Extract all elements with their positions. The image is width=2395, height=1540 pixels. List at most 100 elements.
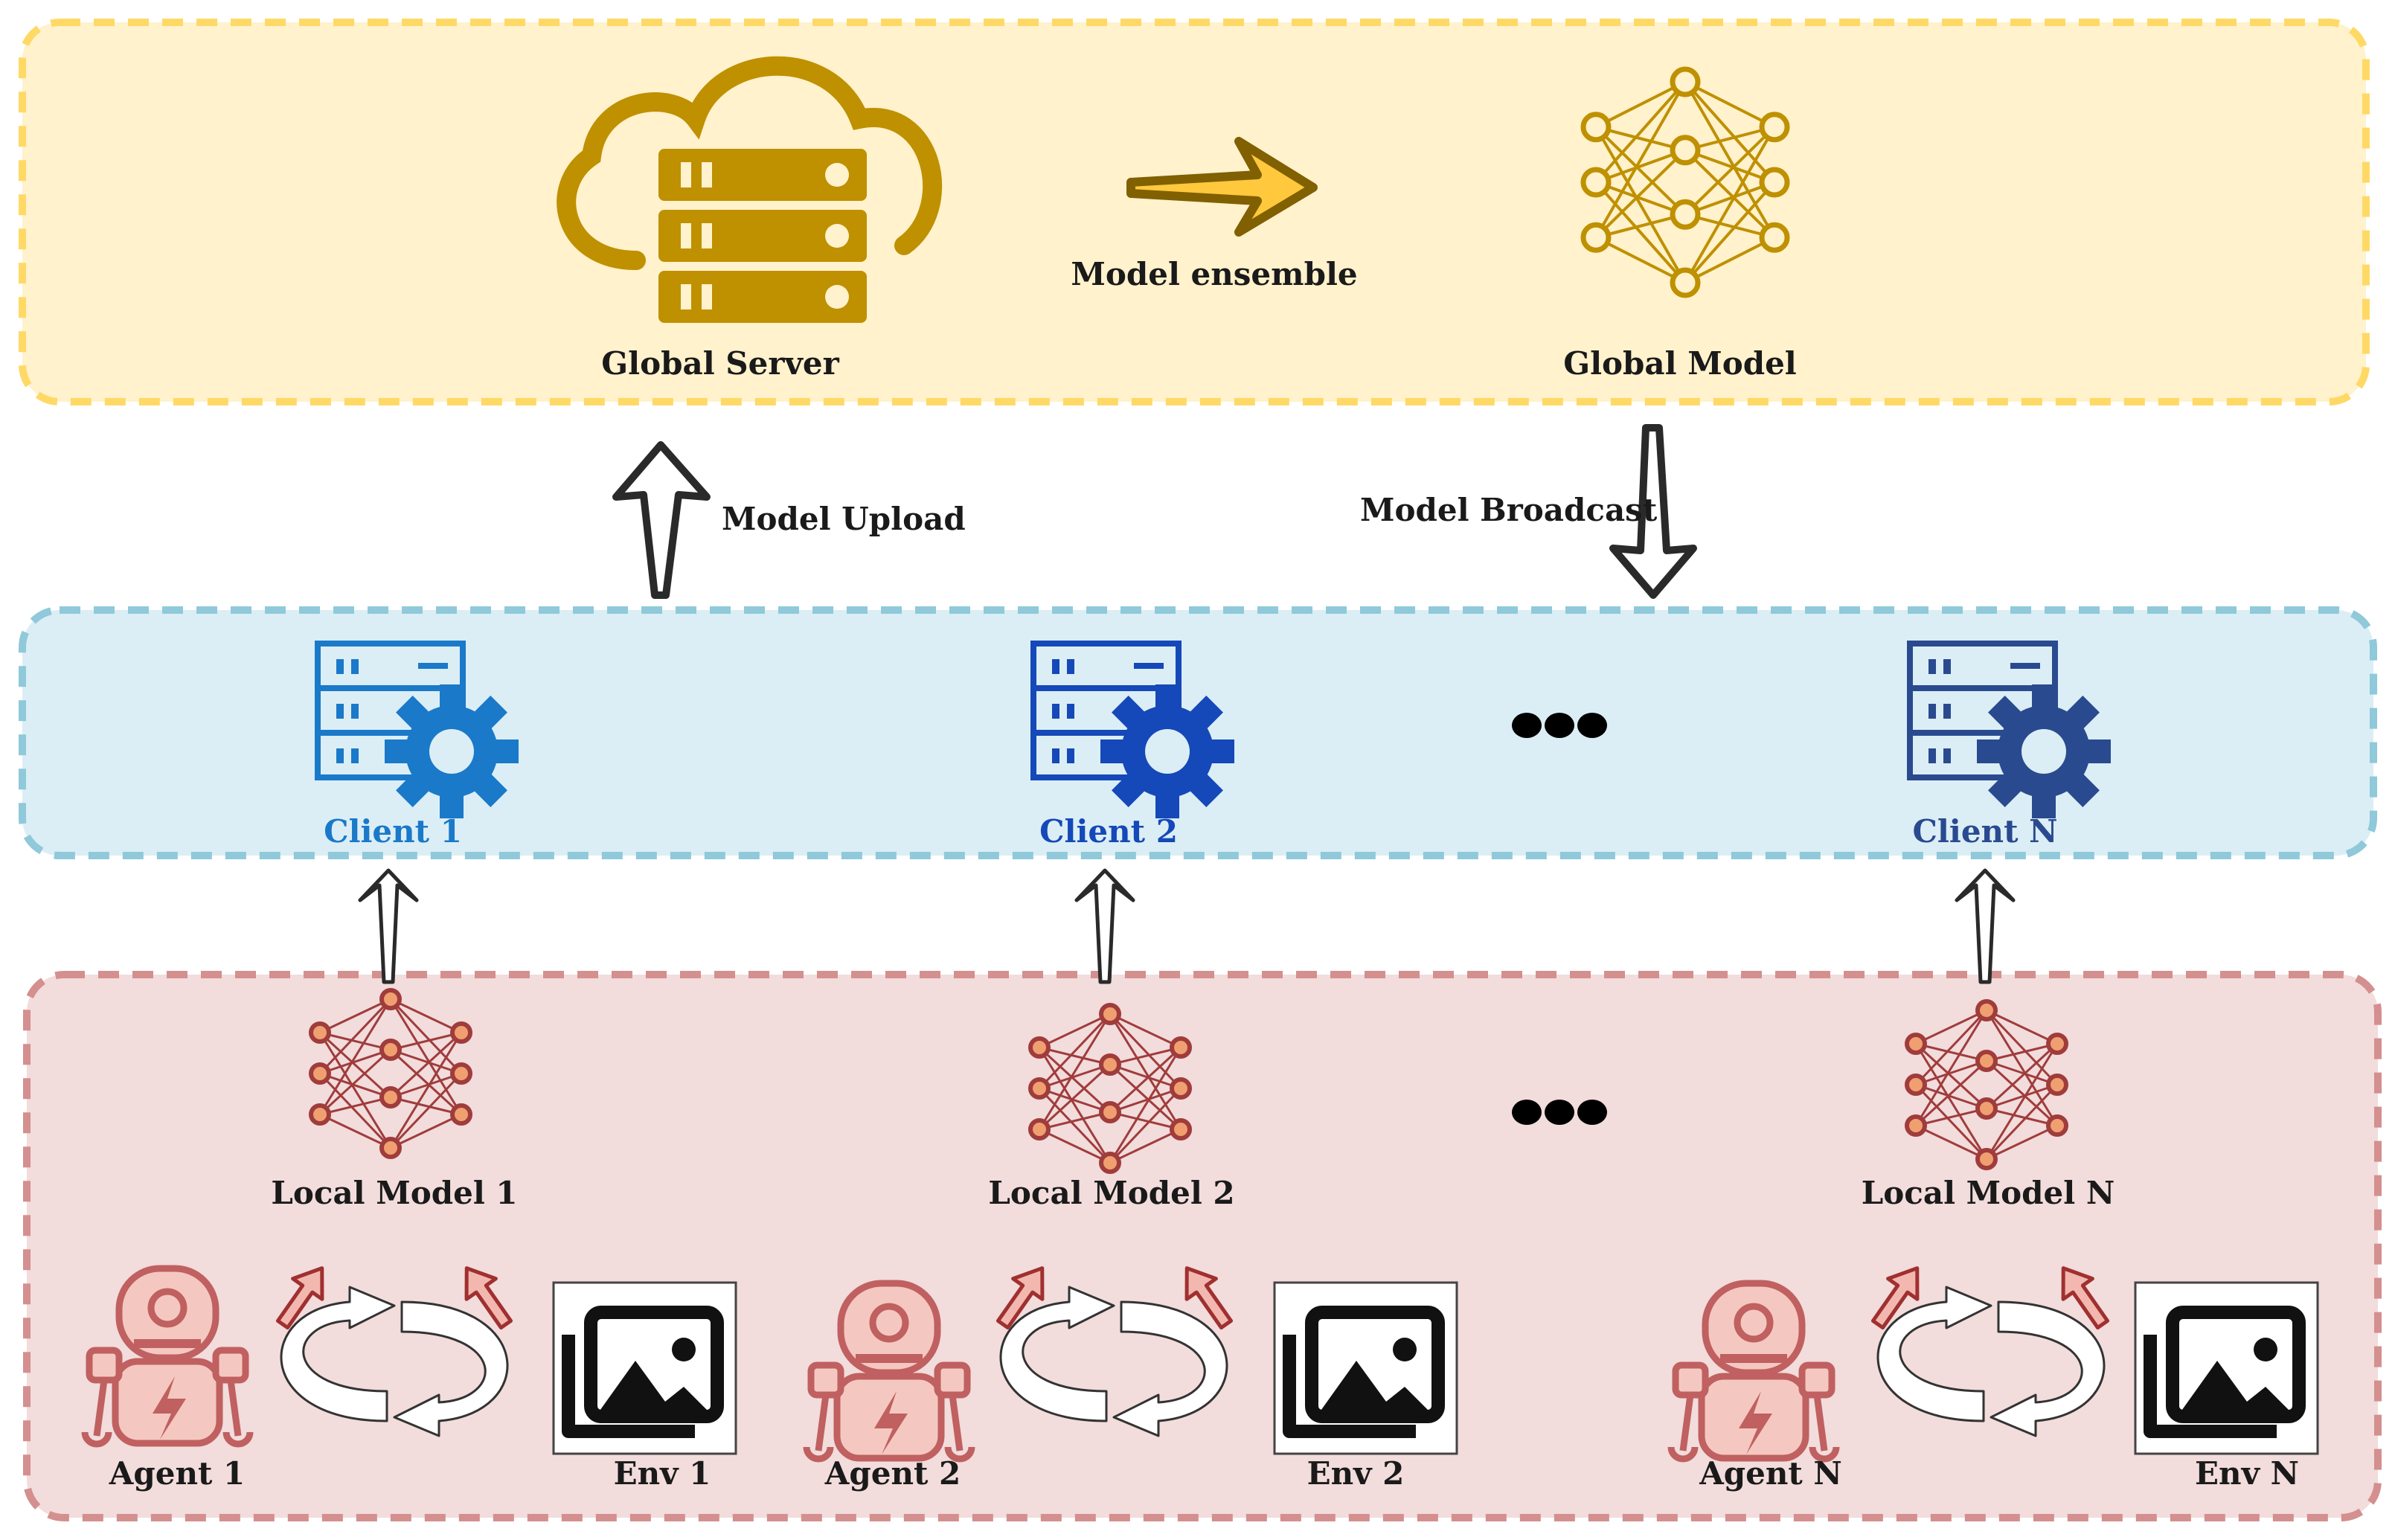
nn-node	[450, 1021, 472, 1044]
nn-edge	[1038, 1013, 1112, 1090]
nn-node	[309, 1062, 331, 1085]
nn-node	[450, 1103, 472, 1126]
nn-edge	[319, 998, 391, 1034]
nn-node	[1975, 1097, 1998, 1120]
nn-node	[1759, 167, 1790, 198]
nn-edge	[1915, 1107, 1987, 1127]
nn-edge	[1914, 1059, 1988, 1127]
nn-edge	[1109, 1111, 1182, 1131]
env-n-icon	[2135, 1283, 2318, 1454]
nn-edge	[1986, 1124, 2058, 1161]
nn-node	[379, 988, 402, 1010]
nn-node	[1099, 1152, 1121, 1174]
agent-n-label: Agent N	[1699, 1455, 1842, 1492]
global-model-icon	[1580, 66, 1790, 298]
global-model-label: Global Model	[1563, 345, 1797, 382]
nn-edge	[1684, 149, 1776, 239]
nn-node	[2046, 1074, 2068, 1096]
nn-edge	[1109, 1063, 1182, 1090]
local-panel	[23, 971, 2382, 1521]
local-ellipsis-icon	[1512, 1100, 1607, 1125]
local-model-1-label: Local Model 1	[271, 1175, 517, 1211]
nn-edge	[389, 1048, 463, 1116]
nn-node	[1670, 66, 1701, 97]
server-panel	[19, 19, 2370, 405]
nn-edge	[1985, 1009, 2059, 1086]
local-model-n-icon	[1905, 999, 2068, 1170]
nn-node	[1905, 1033, 1927, 1055]
cycle-right-arrow	[1112, 1300, 1228, 1437]
nn-edge	[390, 1048, 462, 1075]
agent-1-label: Agent 1	[109, 1455, 245, 1492]
nn-edge	[1038, 1087, 1112, 1164]
nn-edge	[1109, 1128, 1182, 1164]
nn-edge	[1109, 1013, 1182, 1090]
nn-edge	[318, 1072, 392, 1149]
nn-node	[379, 1137, 402, 1159]
nn-edge	[1038, 1013, 1112, 1130]
upload-label: Model Upload	[722, 501, 966, 537]
nn-edge	[1985, 1043, 2059, 1160]
nn-node	[1170, 1036, 1192, 1059]
nn-edge	[1985, 1083, 2059, 1161]
nn-edge	[1915, 1059, 1987, 1086]
nn-edge	[1594, 149, 1687, 239]
nn-edge	[1109, 1087, 1182, 1114]
cycle-1-icon	[280, 1286, 509, 1437]
nn-edge	[318, 998, 392, 1115]
nn-edge	[1109, 1087, 1182, 1164]
nn-edge	[318, 1031, 392, 1099]
local-model-2-icon	[1028, 1003, 1192, 1174]
nn-node	[379, 1039, 402, 1061]
nn-edge	[1038, 1047, 1112, 1164]
nn-node	[1905, 1114, 1927, 1137]
nn-edge	[318, 1048, 392, 1116]
nn-edge	[1915, 1124, 1987, 1161]
cycle-n-icon	[1876, 1286, 2106, 1437]
client-n-upload-arrow-icon	[1957, 870, 2013, 982]
nn-edge	[389, 1032, 463, 1149]
nn-node	[309, 1103, 331, 1126]
nn-edge	[1684, 125, 1775, 152]
cycle-2-icon	[999, 1286, 1228, 1437]
nn-node	[309, 1021, 331, 1044]
nn-edge	[390, 1031, 462, 1051]
upload-arrow-icon	[612, 441, 711, 599]
local-model-1-icon	[309, 988, 472, 1159]
nn-edge	[318, 1032, 392, 1149]
nn-edge	[1684, 80, 1776, 184]
nn-node	[1580, 167, 1612, 198]
nn-node	[1670, 135, 1701, 166]
nn-edge	[1039, 1063, 1111, 1090]
nn-edge	[1915, 1042, 1987, 1062]
env-1-icon	[554, 1283, 736, 1454]
nn-edge	[389, 1031, 463, 1099]
nn-node	[1670, 267, 1701, 298]
nn-node	[1759, 222, 1790, 253]
cycle-right-arrow	[1990, 1300, 2106, 1437]
nn-edge	[1039, 1013, 1111, 1049]
nn-edge	[1109, 1013, 1182, 1130]
nn-edge	[389, 998, 463, 1115]
global-server-label: Global Server	[601, 345, 839, 382]
nn-edge	[1109, 1013, 1182, 1049]
nn-edge	[1594, 81, 1687, 239]
nn-edge	[1039, 1087, 1111, 1114]
nn-edge	[1684, 126, 1776, 283]
client-2-upload-arrow-icon	[1077, 870, 1133, 982]
nn-edge	[1684, 80, 1775, 129]
nn-edge	[1039, 1111, 1111, 1131]
nn-edge	[1595, 181, 1686, 216]
nn-edge	[1986, 1042, 2058, 1062]
client-2-label: Client 2	[1039, 813, 1178, 850]
nn-edge	[1684, 181, 1776, 284]
env-2-icon	[1275, 1283, 1457, 1454]
nn-edge	[1684, 126, 1776, 216]
client-1-upload-arrow-icon	[360, 870, 417, 982]
nn-node	[1028, 1118, 1051, 1140]
broadcast-label: Model Broadcast	[1360, 492, 1658, 528]
cycle-left-arrow	[1876, 1286, 1992, 1422]
local-model-n-label: Local Model N	[1862, 1175, 2115, 1211]
nn-edge	[389, 998, 463, 1075]
